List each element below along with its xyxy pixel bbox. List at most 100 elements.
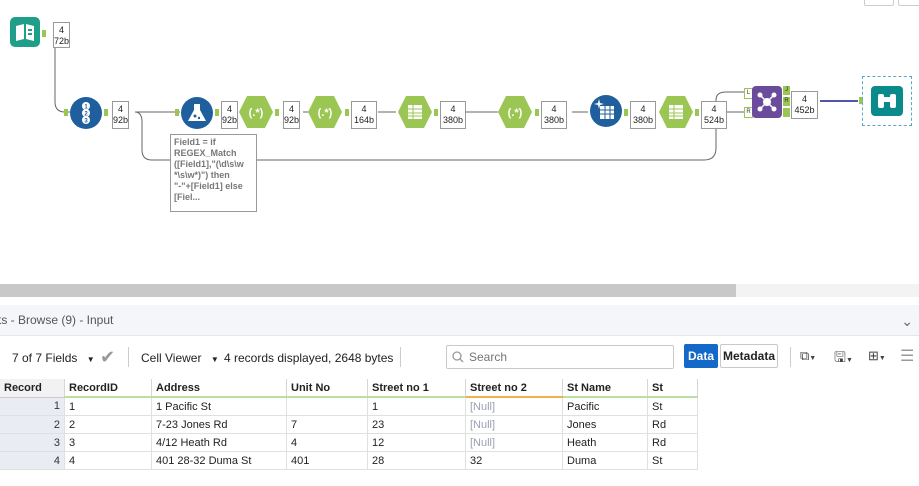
cell[interactable]: 28 [367,451,466,470]
regex-tool[interactable]: (.*) [238,95,274,129]
output-anchor[interactable] [275,109,279,116]
cell[interactable]: Jones [562,415,648,434]
workflow-canvas[interactable]: 4 72b 1 2 3 4 92b 4 92b (.*) 4 [0,0,919,284]
output-anchor[interactable] [215,109,219,116]
cell[interactable]: [Null] [465,397,563,416]
search-input[interactable] [467,348,671,366]
cell[interactable]: Duma [562,451,648,470]
browse-tool[interactable] [871,86,903,116]
column-header-unit-no[interactable]: Unit No [286,379,368,398]
browse-tool-selection[interactable] [862,76,912,126]
checkmark-icon[interactable]: ✔ [100,347,116,367]
text-to-columns-tool[interactable] [397,95,433,129]
cell[interactable]: 7-23 Jones Rd [151,415,287,434]
scrollbar-thumb[interactable] [0,284,736,297]
union-output-bottom[interactable] [783,108,790,117]
data-view-button[interactable]: Data [684,344,718,368]
fields-dropdown[interactable]: 7 of 7 Fields ▼ [12,351,95,365]
badge-count: 4 [288,104,294,114]
canvas-horizontal-scrollbar[interactable] [0,284,919,297]
cell[interactable]: 1 [64,397,152,416]
column-header-st[interactable]: St [647,379,698,398]
cell[interactable]: [Null] [465,415,563,434]
cell[interactable] [286,397,368,416]
row-number: 4 [0,451,65,470]
record-count-badge: 4 380b [630,101,656,129]
cell[interactable]: 7 [286,415,368,434]
caret-down-icon: ▼ [878,355,886,362]
cell[interactable]: [Null] [465,433,563,452]
multi-field-tool[interactable] [590,95,622,127]
input-anchor[interactable] [859,97,863,104]
cell[interactable]: 401 28-32 Duma St [151,451,287,470]
canvas-corner-button[interactable] [864,0,894,6]
table-row[interactable]: 1 1 1 Pacific St 1 [Null] Pacific St [0,397,698,416]
column-header-street-no-2[interactable]: Street no 2 [465,379,563,398]
output-anchor[interactable] [535,109,539,116]
cell[interactable]: 32 [465,451,563,470]
column-header-street-no-1[interactable]: Street no 1 [367,379,466,398]
records-summary: 4 records displayed, 2648 bytes [224,351,394,365]
connection-lines [54,48,858,161]
add-tool-icon[interactable]: ⊞▼ [868,348,886,363]
copy-icon[interactable]: ⧉▼ [800,348,817,363]
column-header-recordid[interactable]: RecordID [64,379,152,398]
output-anchor[interactable] [624,109,628,116]
badge-size: 164b [353,115,375,125]
cell[interactable]: 23 [367,415,466,434]
text-to-columns-tool[interactable] [658,95,694,129]
cell[interactable]: Rd [647,415,698,434]
union-tool[interactable] [752,86,782,118]
union-output-top[interactable]: J [783,86,790,95]
metadata-view-button[interactable]: Metadata [720,344,778,368]
union-output-mid[interactable]: R [783,97,790,106]
cell[interactable]: 2 [64,415,152,434]
regex-icon: (.*) [308,96,342,128]
cell[interactable]: 401 [286,451,368,470]
columns-icon [398,96,432,128]
chevron-down-icon[interactable]: ⌄ [901,313,913,329]
regex-tool[interactable]: (.*) [307,95,343,129]
cell[interactable]: St [647,397,698,416]
table-row[interactable]: 3 3 4/12 Heath Rd 4 12 [Null] Heath Rd [0,433,698,452]
save-icon[interactable]: 🖫▼ [834,349,853,365]
input-anchor[interactable] [64,109,68,116]
formula-tool[interactable] [181,97,213,129]
menu-icon[interactable]: ☰ [900,348,915,365]
regex-glyph: (.*) [318,107,333,119]
results-title-bar: ts - Browse (9) - Input ⌄ [0,305,919,336]
canvas-corner-button[interactable] [898,0,919,6]
cell[interactable]: Pacific [562,397,648,416]
table-row[interactable]: 2 2 7-23 Jones Rd 7 23 [Null] Jones Rd [0,415,698,434]
record-count-badge: 4 452b [791,91,818,119]
cell[interactable]: 4 [64,451,152,470]
output-anchor[interactable] [695,109,699,116]
badge-count: 4 [226,104,232,114]
cell[interactable]: 4 [286,433,368,452]
search-box[interactable] [446,345,674,369]
cell[interactable]: 3 [64,433,152,452]
caret-down-icon: ▼ [845,357,853,364]
cell[interactable]: St [647,451,698,470]
record-id-tool[interactable]: 1 2 3 [70,97,102,129]
output-anchor[interactable] [345,109,349,116]
input-anchor[interactable] [175,109,179,116]
row-number: 2 [0,415,65,434]
cell[interactable]: 4/12 Heath Rd [151,433,287,452]
output-anchor[interactable] [42,30,46,37]
column-header-record[interactable]: Record [0,379,65,398]
regex-tool[interactable]: (.*) [497,95,533,129]
cell[interactable]: 12 [367,433,466,452]
input-data-tool[interactable] [10,17,40,47]
column-header-address[interactable]: Address [151,379,287,398]
output-anchor[interactable] [104,109,108,116]
output-anchor[interactable] [434,109,438,116]
cell[interactable]: 1 Pacific St [151,397,287,416]
cell-viewer-dropdown[interactable]: Cell Viewer ▼ [141,351,219,365]
cell[interactable]: 1 [367,397,466,416]
table-row[interactable]: 4 4 401 28-32 Duma St 401 28 32 Duma St [0,451,698,470]
regex-glyph: (.*) [508,107,523,119]
cell[interactable]: Heath [562,433,648,452]
column-header-st-name[interactable]: St Name [562,379,648,398]
cell[interactable]: Rd [647,433,698,452]
